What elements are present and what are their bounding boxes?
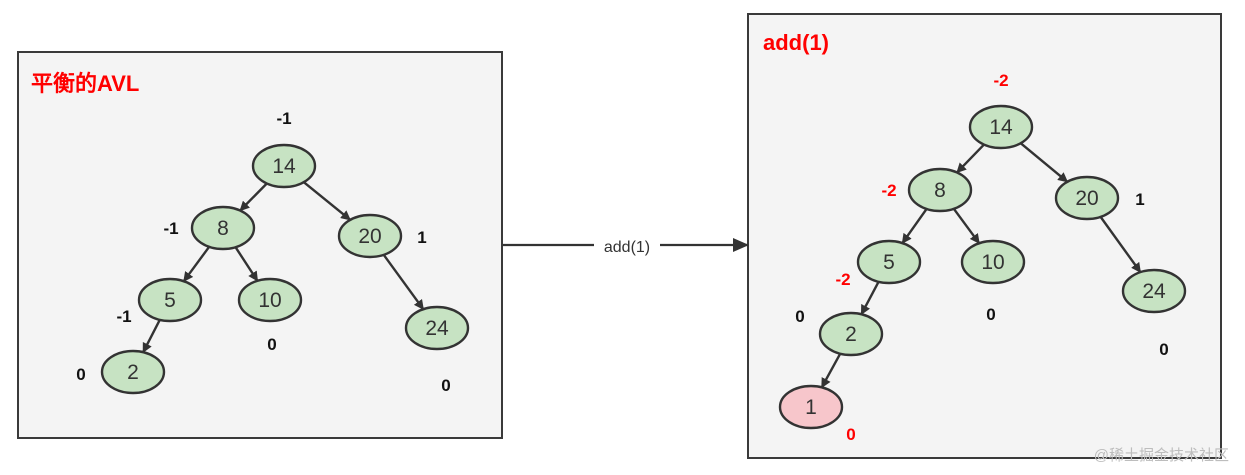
right-edge-5-2 [860, 281, 880, 316]
right-balance-factor-1: 0 [846, 425, 855, 444]
left-tree-node-20: 20 [337, 213, 403, 259]
left-node-label-10: 10 [258, 289, 281, 312]
right-edge-8-5 [901, 208, 928, 244]
right-node-label-20: 20 [1075, 187, 1098, 210]
left-node-shape-10 [237, 277, 303, 323]
left-node-label-8: 8 [217, 217, 229, 240]
right-balance-factor-14: -2 [993, 71, 1008, 90]
left-node-shape-5 [137, 277, 203, 323]
left-balance-factor-8: -1 [163, 219, 178, 238]
right-node-label-1: 1 [805, 396, 817, 419]
right-edge-2-1 [820, 353, 842, 389]
left-node-shape-8 [190, 205, 256, 251]
right-node-label-5: 5 [883, 251, 895, 274]
right-edge-8-10 [952, 208, 981, 245]
left-edge-14-8 [239, 182, 268, 212]
right-node-shape-10 [960, 239, 1026, 285]
left-tree-node-14: 14 [251, 143, 317, 189]
right-tree-node-10: 10 [960, 239, 1026, 285]
left-tree-node-10: 10 [237, 277, 303, 323]
left-node-shape-24 [404, 305, 470, 351]
right-node-shape-5 [856, 239, 922, 285]
right-node-shape-2 [818, 311, 884, 357]
right-balance-factor-24: 0 [1159, 340, 1168, 359]
left-balance-factor-14: -1 [276, 109, 291, 128]
left-edge-8-10 [234, 246, 259, 282]
left-node-label-24: 24 [425, 317, 449, 340]
right-balance-factor-2: 0 [795, 307, 804, 326]
right-tree-node-14: 14 [968, 104, 1034, 150]
left-tree-node-5: 5 [137, 277, 203, 323]
right-tree-node-8: 8 [907, 167, 973, 213]
left-edge-14-20 [303, 181, 351, 221]
left-edge-5-2 [142, 319, 161, 354]
right-node-shape-14 [968, 104, 1034, 150]
left-balance-factor-24: 0 [441, 376, 450, 395]
left-node-label-14: 14 [272, 155, 296, 178]
right-node-shape-24 [1121, 268, 1187, 314]
left-edge-8-5 [182, 246, 211, 283]
watermark: @稀土掘金技术社区 [1093, 447, 1229, 464]
left-balance-factor-2: 0 [76, 365, 85, 384]
right-balance-factor-5: -2 [835, 270, 850, 289]
right-tree-node-5: 5 [856, 239, 922, 285]
right-edge-14-20 [1019, 142, 1069, 183]
left-tree-node-2: 2 [100, 349, 166, 395]
left-node-shape-20 [337, 213, 403, 259]
right-balance-factor-20: 1 [1135, 190, 1144, 209]
right-balance-factor-10: 0 [986, 305, 995, 324]
right-node-shape-8 [907, 167, 973, 213]
add-connector-label-bg [594, 234, 660, 258]
right-edge-20-24 [1099, 216, 1142, 273]
left-node-shape-2 [100, 349, 166, 395]
left-node-label-2: 2 [127, 361, 139, 384]
right-node-label-8: 8 [934, 179, 946, 202]
left-tree-node-8: 8 [190, 205, 256, 251]
right-tree-node-24: 24 [1121, 268, 1187, 314]
balanced-avl-panel [17, 51, 503, 439]
right-panel-title: add(1) [763, 30, 829, 55]
left-node-shape-14 [251, 143, 317, 189]
right-node-label-10: 10 [981, 251, 1004, 274]
right-node-label-24: 24 [1142, 280, 1166, 303]
add-connector-label: add(1) [604, 239, 650, 256]
right-tree-node-1: 1 [778, 384, 844, 430]
right-tree-node-2: 2 [818, 311, 884, 357]
right-edge-14-8 [956, 143, 985, 174]
left-balance-factor-20: 1 [417, 228, 426, 247]
right-node-shape-1 [778, 384, 844, 430]
left-node-label-5: 5 [164, 289, 176, 312]
left-balance-factor-10: 0 [267, 335, 276, 354]
left-tree-node-24: 24 [404, 305, 470, 351]
left-balance-factor-5: -1 [116, 307, 131, 326]
left-edge-20-24 [382, 254, 425, 310]
right-node-label-2: 2 [845, 323, 857, 346]
left-panel-title: 平衡的AVL [31, 71, 140, 96]
right-node-shape-20 [1054, 175, 1120, 221]
right-tree-node-20: 20 [1054, 175, 1120, 221]
right-node-label-14: 14 [989, 116, 1013, 139]
right-balance-factor-8: -2 [881, 181, 896, 200]
left-node-label-20: 20 [358, 225, 381, 248]
